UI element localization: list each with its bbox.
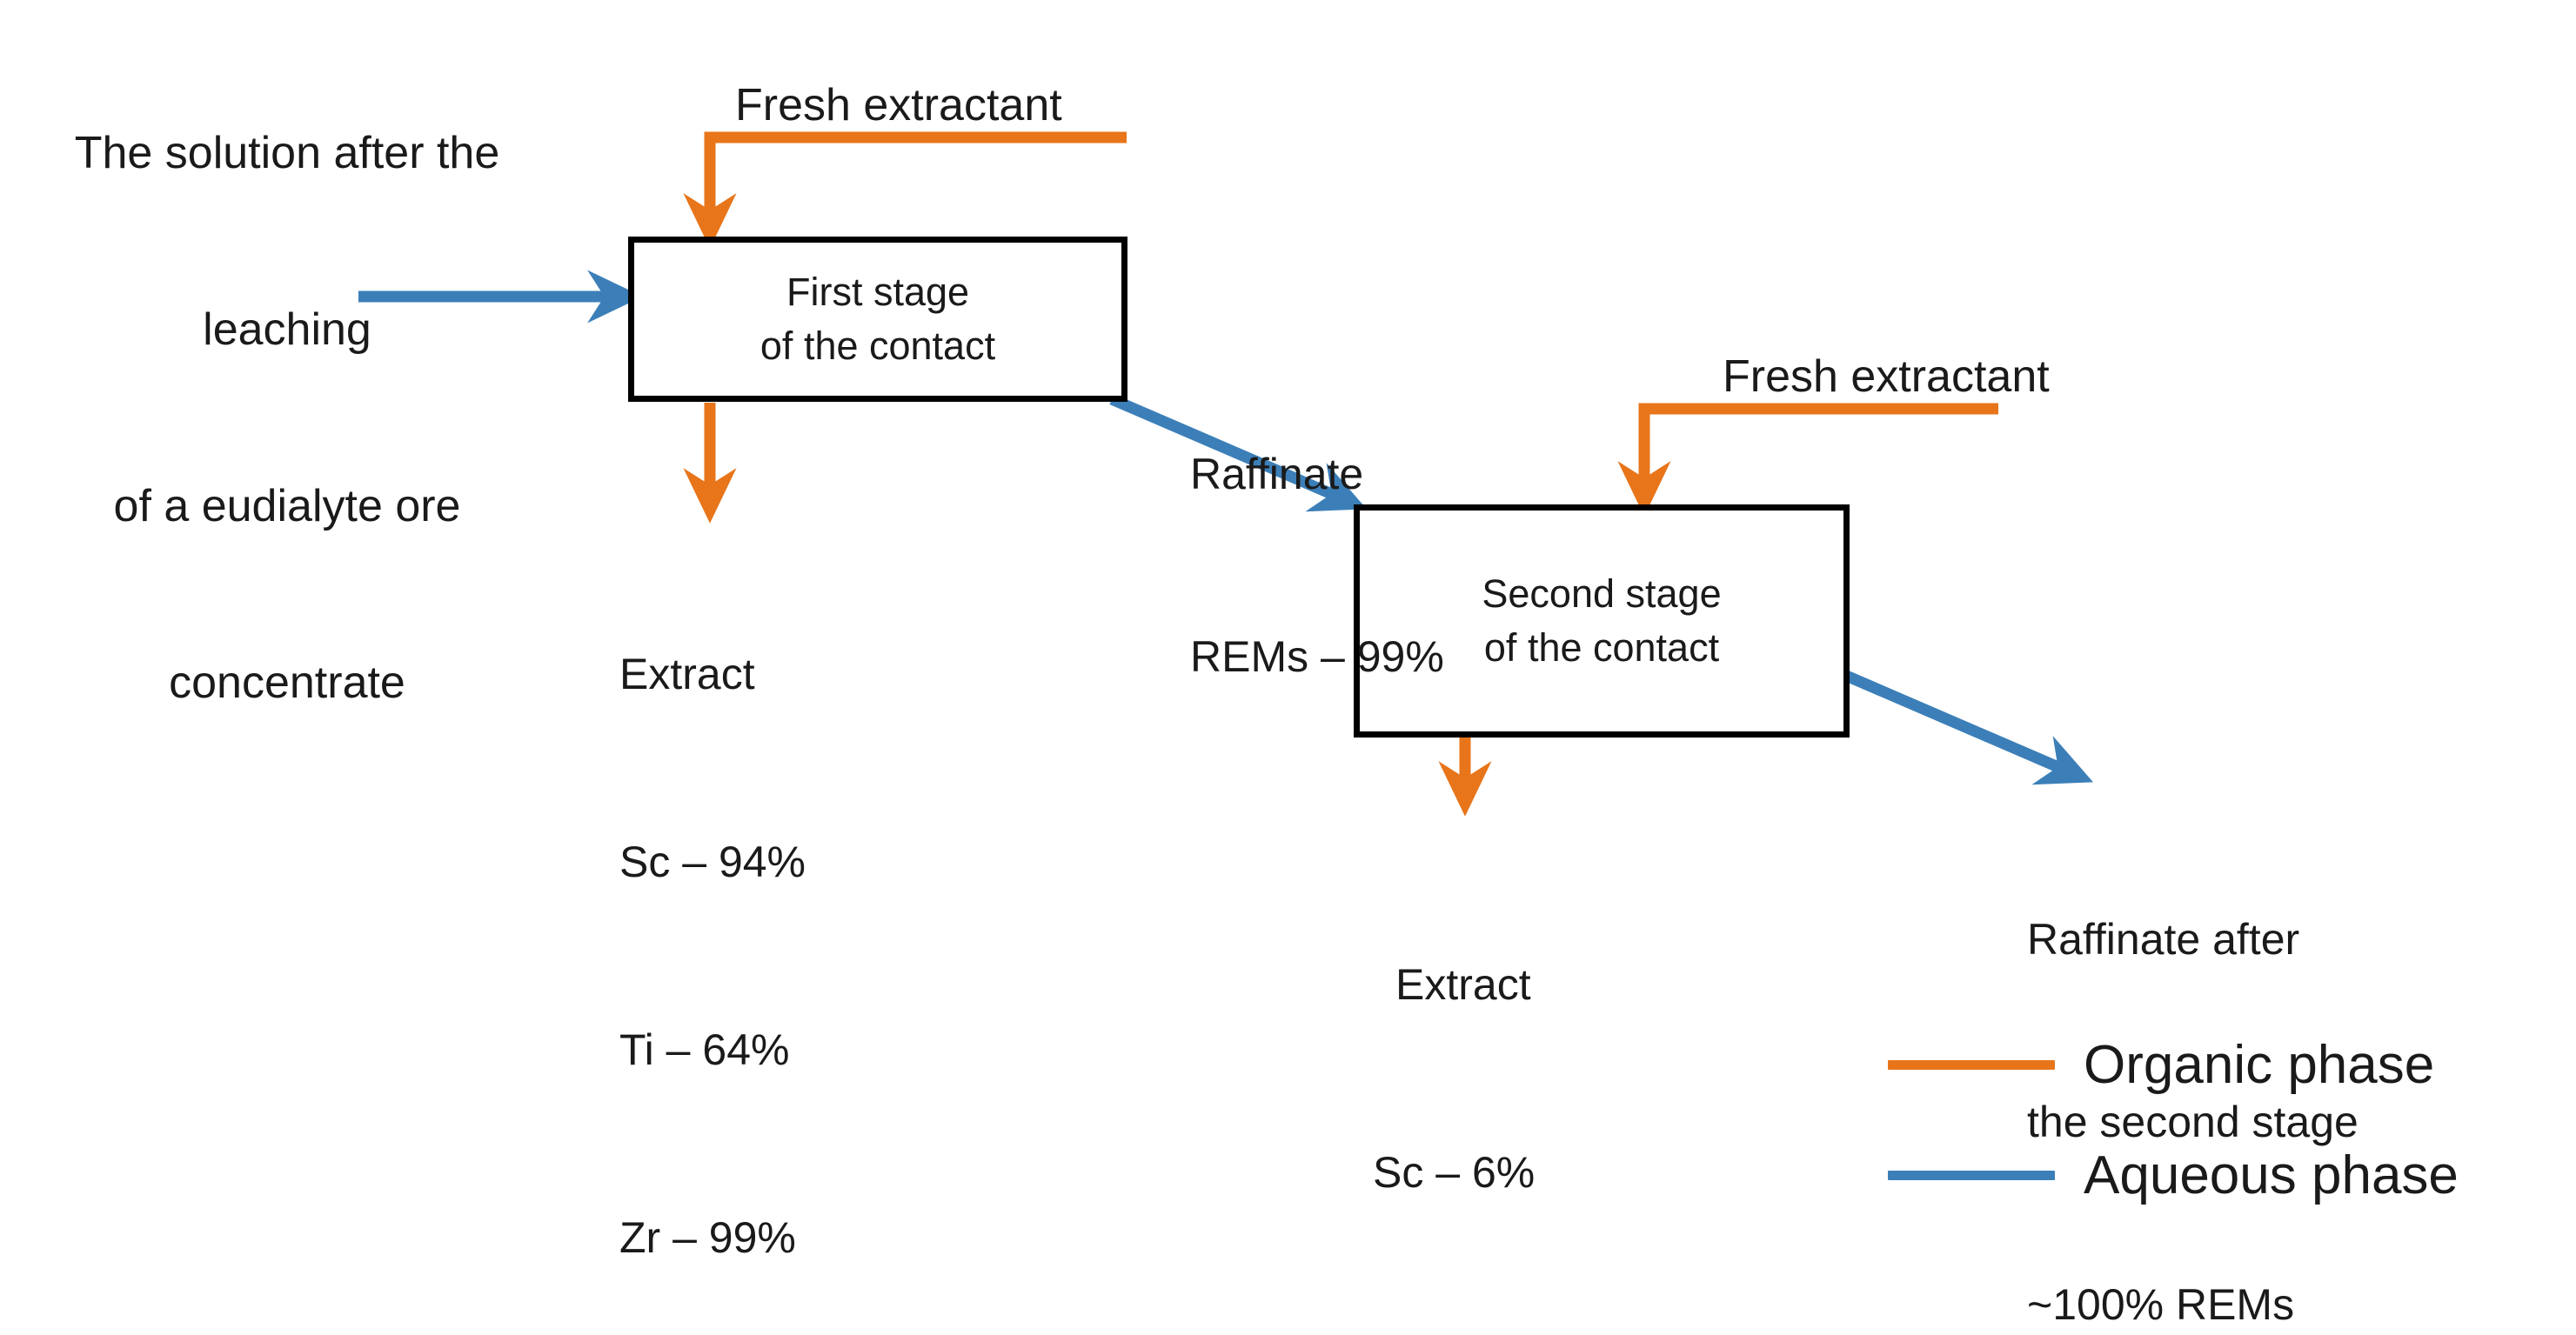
feed-line-4: concentrate (169, 657, 405, 708)
extract-one-row-ti: Ti – 64% (619, 1025, 790, 1074)
legend-label-aqueous: Aqueous phase (2084, 1145, 2459, 1205)
arrow-stage-two-to-final-raffinate (1842, 670, 2094, 785)
arrow-extractant-to-stage-one (683, 131, 1127, 249)
feed-line-2: leaching (203, 304, 371, 355)
arrow-extractant-to-stage-two (1617, 403, 1998, 517)
extract-two-heading: Extract (1395, 960, 1531, 1009)
raffinate-mid-label: Raffinate REMs – 99% (1190, 322, 1444, 809)
legend-label-organic: Organic phase (2084, 1035, 2435, 1095)
raffinate-final-label: Raffinate after the second stage ~100% R… (2027, 787, 2359, 1335)
extract-one-block: Extract Sc – 94% Ti – 64% Zr – 99% Hf – … (619, 517, 806, 1335)
stage-one-box[interactable]: First stage of the contact (628, 237, 1127, 402)
extract-one-row-sc: Sc – 94% (619, 838, 806, 886)
feed-description: The solution after the leaching of a eud… (9, 7, 565, 830)
raffinate-mid-line-1: Raffinate (1190, 450, 1364, 498)
stage-one-line-2: of the contact (759, 324, 996, 368)
legend-swatch-aqueous (1888, 1171, 2055, 1180)
feed-line-1: The solution after the (74, 128, 500, 179)
stage-two-line-2: of the contact (1483, 625, 1720, 670)
stage-one-line-1: First stage (786, 269, 970, 314)
raffinate-final-line-3: ~100% REMs (2027, 1280, 2295, 1329)
extract-two-block: Extract Sc – 6% Ti – 33% Zr ~1% Hf ~1% T… (1373, 828, 1542, 1335)
fresh-extractant-label-first: Fresh extractant (735, 80, 1062, 130)
raffinate-mid-line-2: REMs – 99% (1190, 632, 1444, 681)
extract-one-row-zr: Zr – 99% (619, 1213, 796, 1262)
extract-one-heading: Extract (619, 650, 755, 698)
stage-two-line-1: Second stage (1482, 571, 1722, 616)
raffinate-final-line-1: Raffinate after (2027, 915, 2300, 964)
raffinate-final-line-2: the second stage (2027, 1098, 2359, 1146)
legend-swatch-organic (1888, 1060, 2055, 1070)
feed-line-3: of a eudialyte ore (113, 480, 461, 531)
fresh-extractant-label-second: Fresh extractant (1723, 351, 2050, 402)
extract-two-row-ti: Ti – 33% (1373, 1329, 1542, 1335)
stage-two-box[interactable]: Second stage of the contact (1354, 504, 1850, 738)
extract-two-row-sc: Sc – 6% (1373, 1148, 1536, 1197)
